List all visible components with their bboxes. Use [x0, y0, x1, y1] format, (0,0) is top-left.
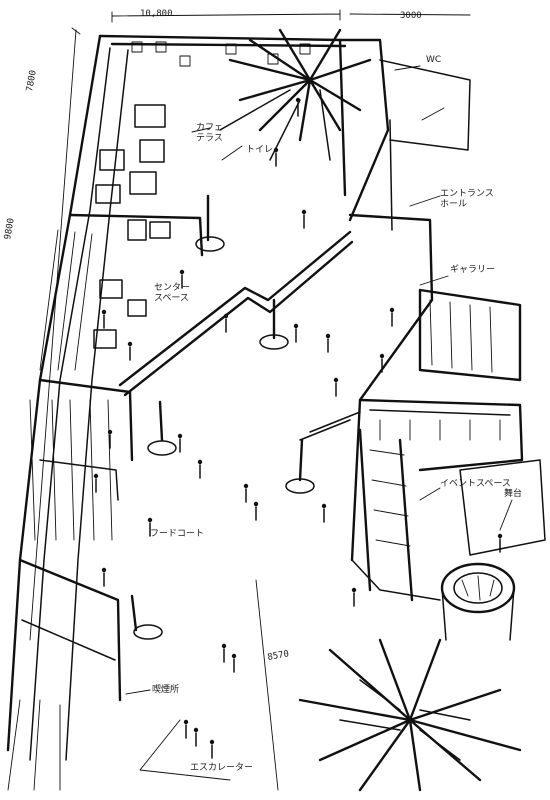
dim-left-upper: 7800	[25, 69, 39, 92]
planter-right	[459, 459, 546, 556]
right-building	[338, 38, 524, 602]
people-figures	[93, 97, 503, 759]
bridge-walkway	[118, 194, 361, 640]
dimension-lines	[29, 9, 471, 791]
left-building	[6, 34, 347, 791]
label-wc: WC	[426, 55, 441, 65]
label-stage: 舞台	[504, 487, 522, 499]
label-entrance-hall: エントランスホール	[440, 188, 494, 209]
label-toilet: トイレ	[246, 145, 273, 155]
label-food-court: フードコート	[150, 529, 204, 539]
label-gallery: ギャラリー	[450, 264, 495, 275]
label-event-space: イベントスペース	[440, 479, 511, 489]
label-cafe: カフェテラス	[196, 122, 223, 143]
dim-top-width: 10,800	[140, 9, 173, 19]
label-center-space: センタースペース	[154, 282, 190, 303]
dim-center-length: 8570	[267, 649, 290, 663]
label-escalator: エスカレーター	[190, 762, 253, 773]
dim-top-right: 3000	[400, 11, 422, 21]
label-arrows	[125, 65, 513, 781]
circular-escalator	[440, 562, 516, 641]
palm-tree-bottom	[298, 638, 522, 792]
dim-left-middle: 9800	[3, 217, 17, 240]
palm-tree-top	[219, 28, 372, 161]
label-smoking: 喫煙所	[152, 683, 179, 695]
